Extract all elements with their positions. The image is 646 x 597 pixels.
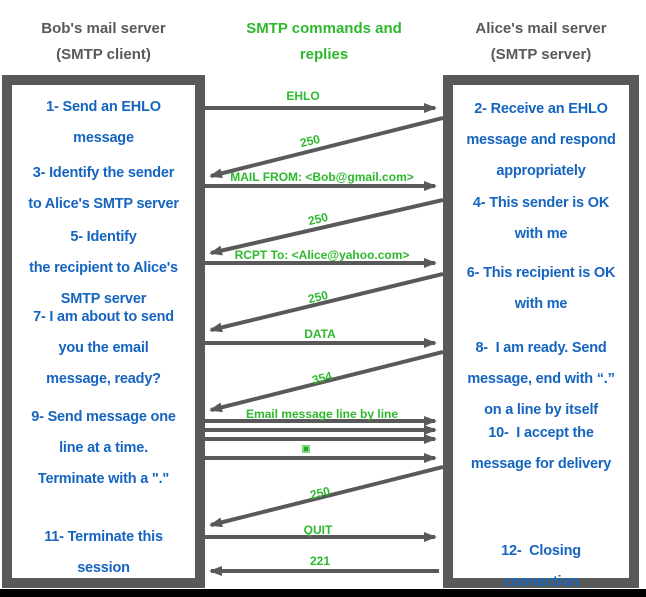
client-step-9: 9- Send message one line at a time. Term… — [31, 409, 176, 487]
arrow-reply-250-b — [209, 198, 443, 256]
arrow-reply-250-a — [209, 116, 443, 179]
server-step-6: 6- This recipient is OK with me — [466, 265, 616, 312]
bottom-black-bar — [0, 589, 646, 597]
server-step-4: 4- This sender is OK with me — [472, 195, 610, 242]
client-step-1: 1- Send an EHLO message — [46, 99, 161, 146]
client-panel: 1- Send an EHLO message 3- Identify the … — [2, 75, 205, 588]
client-step-5: 5- Identify the recipient to Alice's SMT… — [29, 229, 178, 307]
arrow-reply-250-c — [209, 272, 443, 333]
server-panel: 2- Receive an EHLO message and respond a… — [443, 75, 639, 590]
legend-column-header: SMTP commands and replies — [246, 20, 402, 63]
label-quit: QUIT — [303, 523, 333, 537]
terminator-dot-icon — [302, 445, 310, 453]
arrow-reply-354 — [209, 350, 443, 413]
arrow-reply-250-d — [209, 465, 443, 528]
server-column-header: Alice's mail server (SMTP server) — [475, 20, 607, 63]
message-lane: EHLO 250 MAIL FROM: <Bob@gmail.com> 250 … — [205, 75, 443, 588]
server-step-10: 10- I accept the message for delivery — [470, 425, 612, 472]
client-step-3: 3- Identify the sender to Alice's SMTP s… — [28, 165, 179, 212]
client-column-header: Bob's mail server (SMTP client) — [41, 20, 166, 63]
sequence-arrows-svg — [205, 103, 443, 576]
client-step-7: 7- I am about to send you the email mess… — [33, 309, 174, 387]
label-rcpt-to: RCPT To: <Alice@yahoo.com> — [234, 248, 410, 262]
server-step-2: 2- Receive an EHLO message and respond a… — [466, 101, 616, 179]
client-step-11: 11- Terminate this session — [44, 529, 163, 576]
label-ehlo: EHLO — [286, 89, 320, 103]
server-step-8: 8- I am ready. Send message, end with “.… — [467, 340, 615, 418]
label-reply-221: 221 — [309, 554, 331, 568]
label-mail-from: MAIL FROM: <Bob@gmail.com> — [230, 170, 414, 184]
server-step-12: 12- Closing connection — [501, 543, 581, 590]
label-email-lines: Email message line by line — [245, 407, 399, 421]
label-data: DATA — [304, 327, 336, 341]
